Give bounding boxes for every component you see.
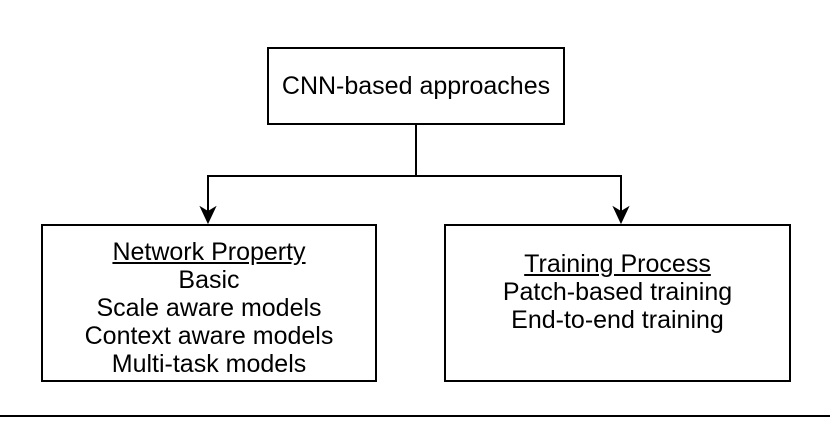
training-process-item: End-to-end training [511, 306, 724, 334]
network-property-item: Multi-task models [111, 350, 307, 378]
figure-bottom-rule [0, 415, 830, 417]
network-property-item: Scale aware models [96, 294, 322, 322]
training-process-item: Patch-based training [502, 278, 733, 306]
root-node-label: CNN-based approaches [281, 71, 551, 100]
node-training-process: Training Process Patch-based training En… [444, 224, 791, 382]
node-network-property: Network Property Basic Scale aware model… [41, 224, 377, 382]
network-property-item: Context aware models [84, 322, 334, 350]
network-property-item: Basic [178, 266, 240, 294]
training-process-heading: Training Process [524, 250, 711, 278]
arrowhead-left-icon [199, 205, 217, 225]
node-cnn-based-approaches: CNN-based approaches [267, 47, 565, 125]
arrowhead-right-icon [612, 205, 630, 225]
network-property-heading: Network Property [112, 238, 306, 266]
